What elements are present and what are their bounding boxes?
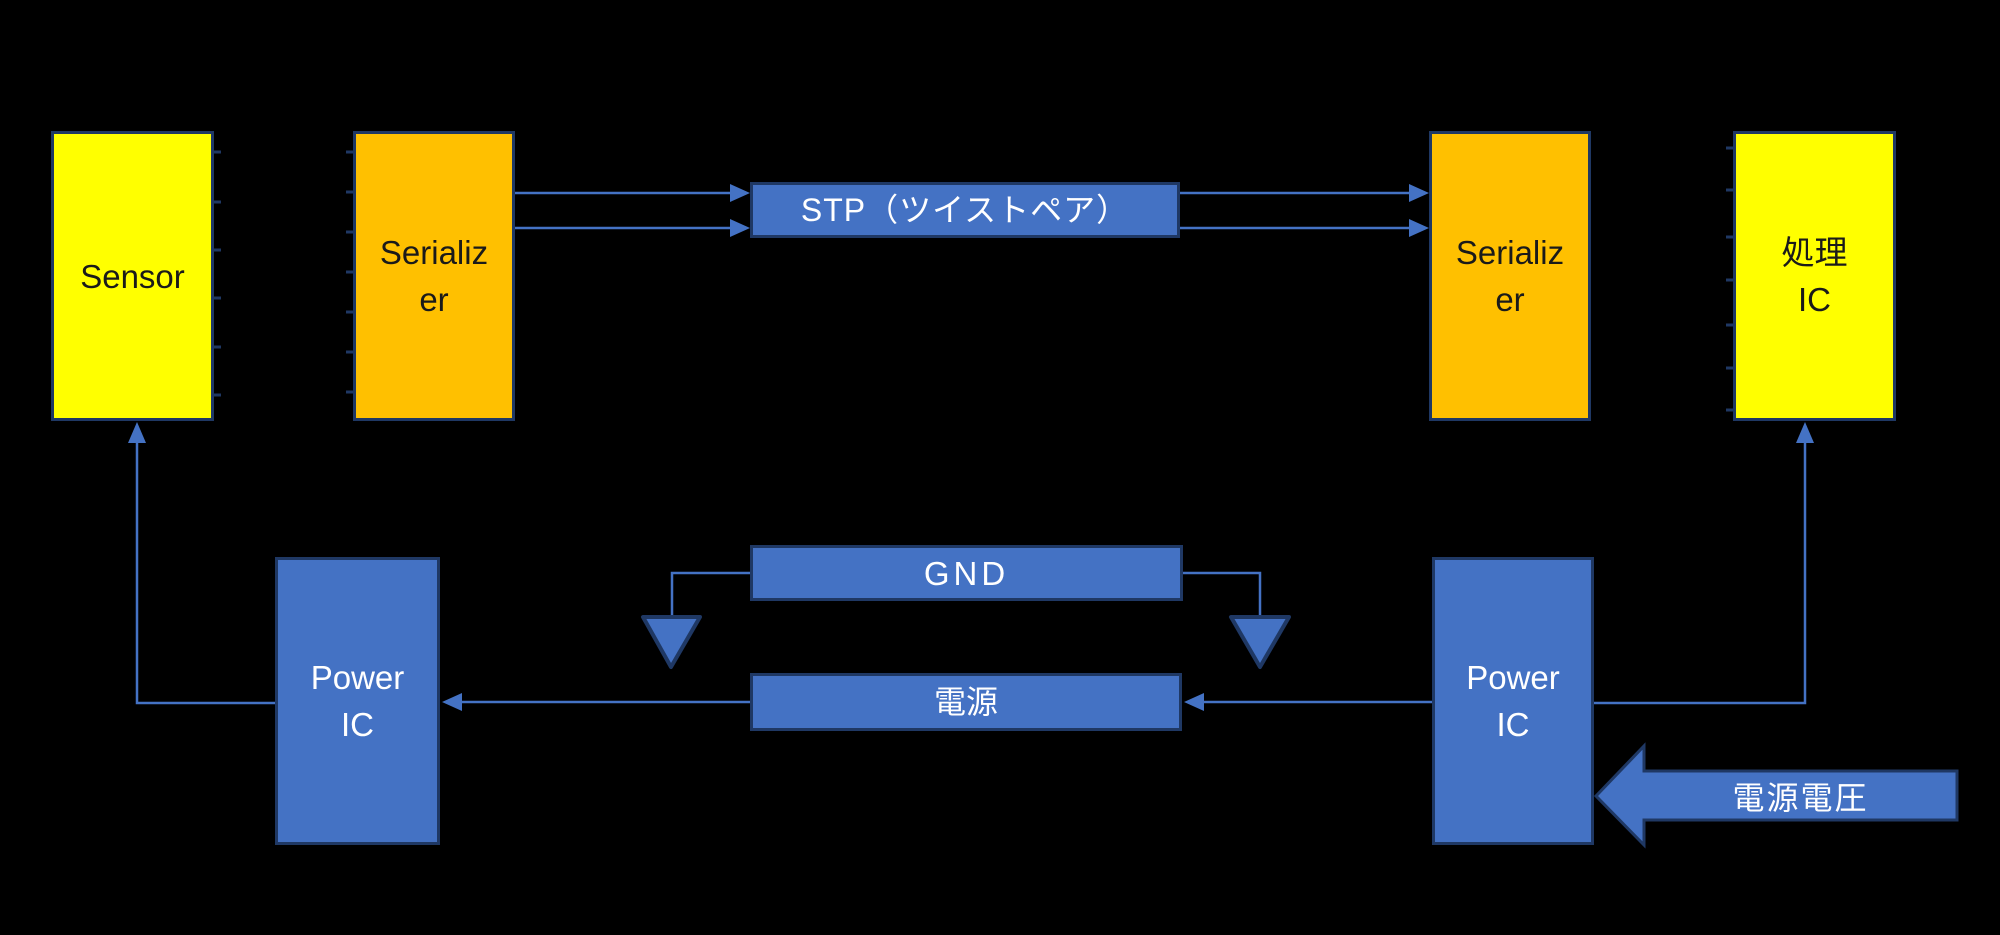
serializer-right-label-line2: er — [1495, 281, 1525, 318]
sensor-label: Sensor — [80, 257, 185, 295]
power-bus-label: 電源 — [933, 683, 998, 720]
stp-cable-label: STP（ツイストペア） — [800, 191, 1130, 228]
serializer-right-block: Serializ er — [1429, 131, 1591, 421]
power-ic-right-block: Power IC — [1432, 557, 1594, 845]
power-bus-block: 電源 — [750, 673, 1182, 731]
stp-cable-block: STP（ツイストペア） — [750, 182, 1180, 238]
sensor-block: Sensor — [51, 131, 214, 421]
power-ic-left-block: Power IC — [275, 557, 440, 845]
serializer-left-block: Serializ er — [353, 131, 515, 421]
serializer-left-label: Serializ — [379, 234, 489, 271]
power-ic-left-label-line2: IC — [341, 706, 374, 743]
stp-to-serializer-arrows — [1180, 184, 1429, 237]
processing-ic-block: 処理 IC — [1733, 131, 1896, 421]
gnd-ground-right — [1183, 571, 1291, 669]
gnd-bus-label: GND — [923, 554, 1010, 592]
power-ic-right-label-line2: IC — [1496, 706, 1530, 743]
right-power-ic-to-processing-ic-arrow — [1594, 422, 1814, 705]
supply-voltage-text: 電源電圧 — [1732, 779, 1869, 816]
power-ic-left-label: Power — [310, 659, 405, 696]
power-bus-to-left-power-ic-arrow — [442, 693, 750, 711]
supply-voltage-label: 電源電圧 — [1644, 771, 1957, 820]
processing-ic-label: 処理 — [1781, 234, 1848, 271]
serializer-to-stp-arrows — [515, 184, 750, 237]
ground-symbol-right — [1229, 615, 1291, 669]
ground-symbol-left — [641, 615, 702, 669]
serializer-right-label: Serializ — [1455, 234, 1565, 271]
power-ic-right-label: Power — [1466, 659, 1560, 696]
gnd-bus-block: GND — [750, 545, 1183, 601]
serializer-left-label-line2: er — [419, 281, 449, 318]
processing-ic-label-line2: IC — [1798, 281, 1831, 318]
right-power-ic-to-power-bus-arrow — [1184, 693, 1432, 711]
gnd-ground-left — [641, 571, 750, 669]
left-power-ic-to-sensor-arrow — [128, 422, 275, 705]
